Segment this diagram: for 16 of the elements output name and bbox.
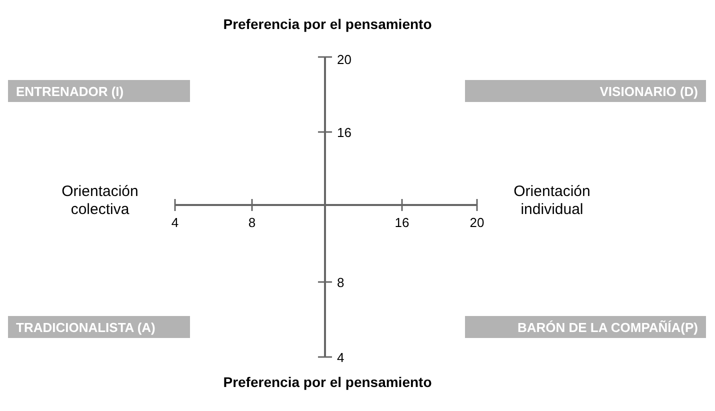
axis-title: Orientación colectiva [60,183,140,219]
tick-label: 16 [337,125,352,140]
quadrant-label: TRADICIONALISTA (A) [8,316,190,338]
tick-label: 16 [394,215,410,230]
quadrant-label: VISIONARIO (D) [465,80,706,102]
title: Preferencia por el pensamiento [222,16,433,32]
tick-label: 4 [337,350,344,365]
tick-label: 20 [468,215,486,230]
tick-label: 20 [337,52,352,67]
quadrant-label: BARÓN DE LA COMPAÑÍA(P) [465,316,706,338]
caption: Preferencia por el pensamiento [222,374,433,390]
tick-label: 4 [170,215,180,230]
tick-label: 8 [247,215,257,230]
tick-label: 8 [337,275,344,290]
axis-title: Orientación individual [512,183,592,219]
quadrant-label: ENTRENADOR (I) [8,80,190,102]
